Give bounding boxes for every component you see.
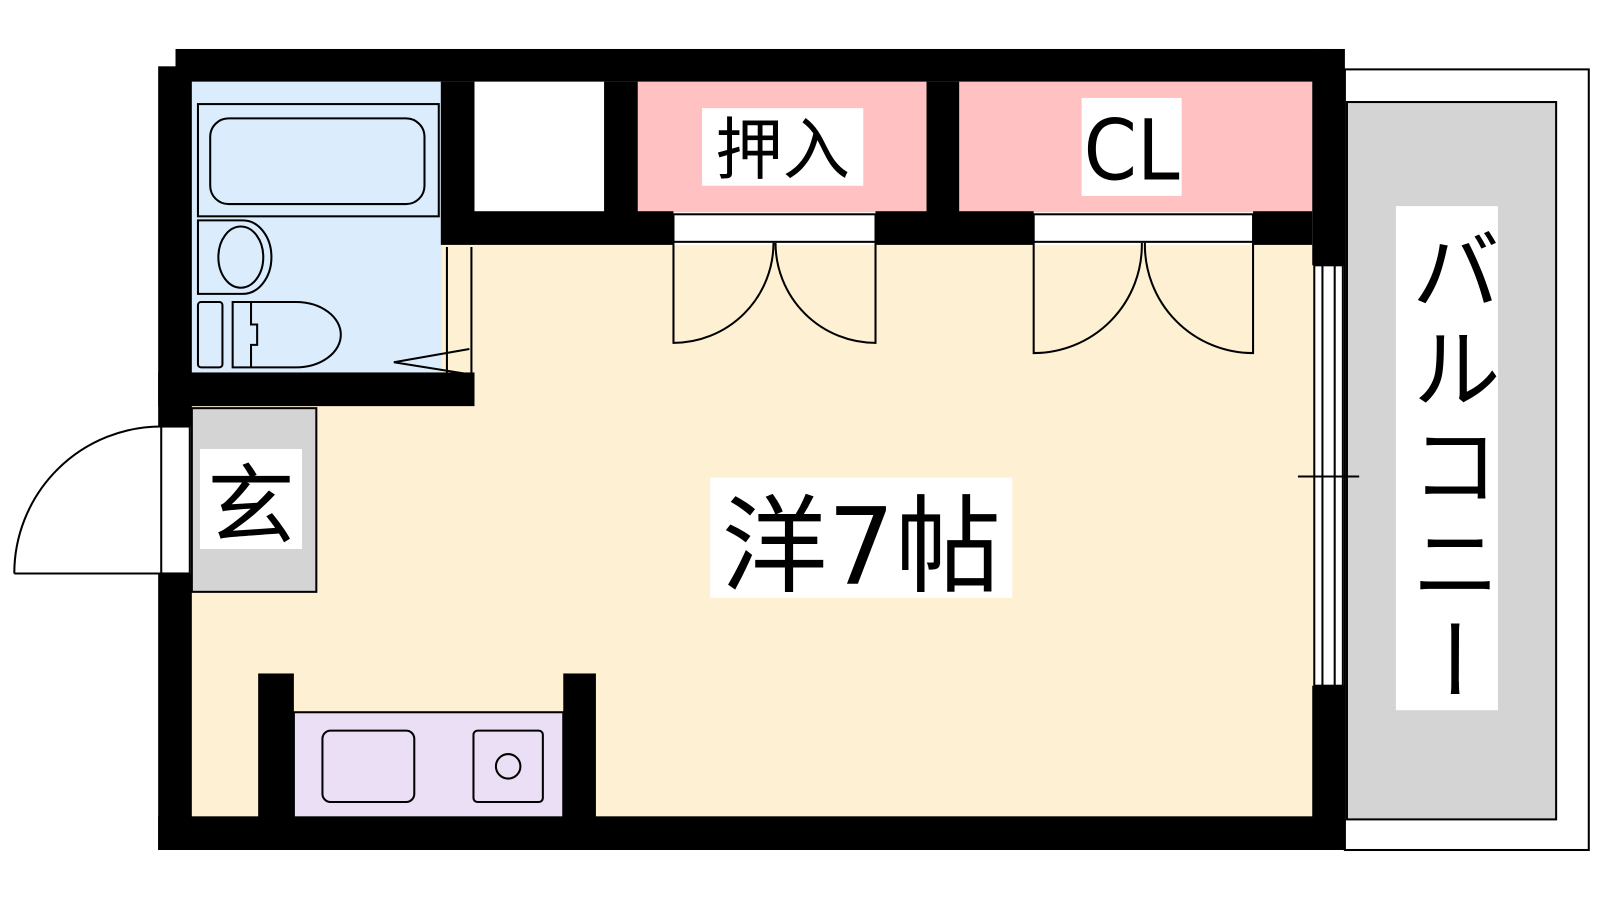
bath-fixtures [196, 103, 473, 375]
closet-oshiire-label: 押入 [715, 110, 850, 189]
closet-doors [672, 213, 1255, 355]
entrance-label: 玄 [207, 456, 295, 558]
walls [158, 48, 1345, 850]
bathroom [191, 81, 442, 374]
sink-icon [321, 729, 416, 804]
closet-cl-label: CL [1084, 102, 1180, 200]
entrance-door[interactable] [13, 425, 191, 575]
balcony-label: バルコニー [1395, 224, 1499, 704]
stove-icon [472, 729, 544, 804]
burner-icon [494, 753, 522, 780]
western-room-label: 洋7帖 [721, 486, 1001, 610]
storage [474, 81, 606, 213]
balcony-window [1297, 264, 1360, 687]
